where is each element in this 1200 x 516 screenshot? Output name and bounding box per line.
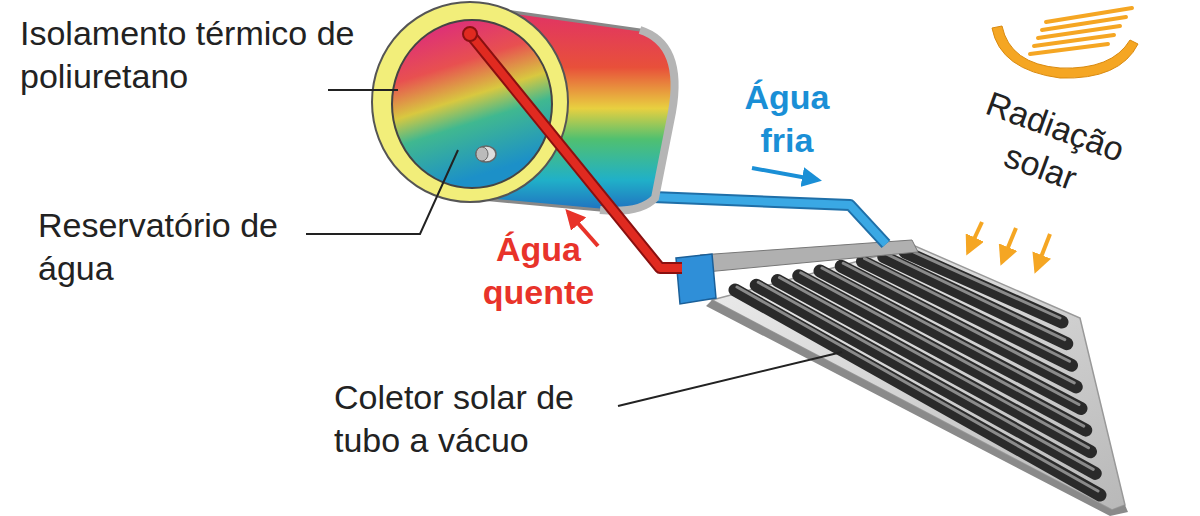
insulation-ring — [372, 2, 568, 202]
cold-pipe — [628, 196, 886, 244]
part-label: Reservatório de água — [38, 204, 308, 289]
cold-pipe-outline — [628, 196, 886, 244]
tank-end-cap — [600, 30, 675, 211]
cold-outlet — [476, 146, 496, 162]
radiation-arrow — [1036, 234, 1050, 270]
vacuum-tubes — [735, 249, 1100, 495]
manifold-header — [676, 254, 716, 304]
radiation-label: Radiação solar — [939, 72, 1156, 220]
tube-highlight — [758, 282, 1093, 469]
flow-label: Água quente — [456, 228, 621, 313]
leader-line — [306, 150, 458, 234]
vacuum-tube — [735, 290, 1100, 495]
cold-outlet-inner — [476, 147, 488, 161]
cold-flow-arrow — [752, 168, 818, 180]
tube-highlight — [737, 287, 1098, 491]
manifold — [700, 240, 918, 272]
leader-line — [328, 89, 398, 91]
sun-ray — [1046, 8, 1132, 22]
vacuum-tube — [756, 285, 1095, 473]
collector-frame — [712, 246, 1125, 510]
radiation-arrow — [1002, 228, 1016, 262]
radiation-arrow — [968, 222, 982, 252]
sun-symbol — [992, 8, 1138, 78]
tube-highlight — [780, 278, 1089, 448]
tube-highlight — [822, 268, 1079, 405]
hot-inlet — [463, 27, 477, 41]
flow-label: Água fria — [722, 76, 852, 161]
part-label: Coletor solar de tubo a vácuo — [334, 376, 634, 461]
part-label: Isolamento térmico de poliuretano — [20, 12, 390, 97]
leader-line — [618, 352, 842, 406]
